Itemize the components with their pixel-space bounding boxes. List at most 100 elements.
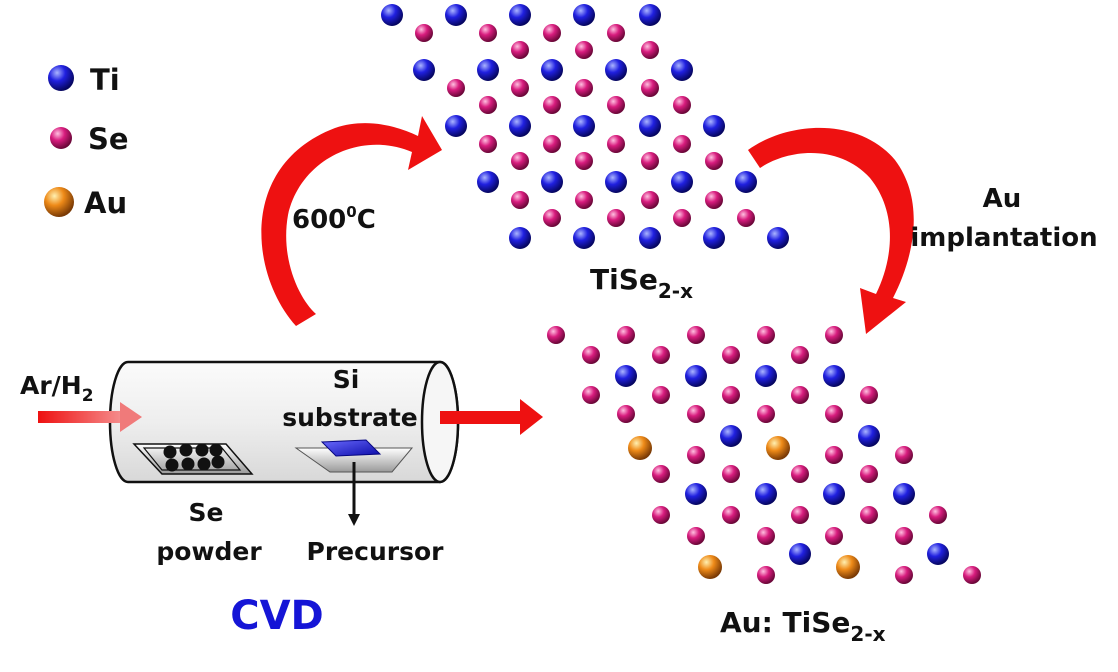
ti-atom	[893, 483, 915, 505]
se-atom	[543, 135, 561, 153]
ti-atom	[615, 365, 637, 387]
se-powder-particle	[211, 455, 225, 469]
implantation-label-line2: implantation	[910, 223, 1097, 253]
se-atom	[652, 465, 670, 483]
se-atom	[825, 405, 843, 423]
se-atom	[575, 79, 593, 97]
se-atom	[543, 209, 561, 227]
ti-atom	[927, 543, 949, 565]
se-atom	[652, 346, 670, 364]
se-powder-particle	[209, 443, 223, 457]
se-atom	[860, 386, 878, 404]
legend-ti-label: Ti	[90, 63, 120, 97]
ti-atom	[755, 483, 777, 505]
se-atom	[641, 191, 659, 209]
se-atom	[825, 326, 843, 344]
se-atom	[607, 24, 625, 42]
ti-atom	[541, 171, 563, 193]
legend-ti-atom	[48, 65, 74, 91]
au-tise-lattice	[547, 326, 981, 584]
se-atom	[652, 506, 670, 524]
method-label: CVD	[230, 593, 324, 639]
se-atom	[687, 405, 705, 423]
tise-label: TiSe2-x	[590, 263, 693, 303]
se-powder-particle	[197, 457, 211, 471]
se-atom	[447, 79, 465, 97]
ti-atom	[823, 483, 845, 505]
ti-atom	[413, 59, 435, 81]
se-atom	[652, 386, 670, 404]
se-atom	[895, 446, 913, 464]
ti-atom	[671, 171, 693, 193]
precursor-label: Precursor	[307, 537, 445, 566]
tise-lattice	[381, 4, 789, 249]
ti-atom	[605, 59, 627, 81]
se-atom	[617, 405, 635, 423]
se-atom	[737, 209, 755, 227]
ti-atom	[703, 227, 725, 249]
ti-atom	[671, 59, 693, 81]
se-atom	[479, 96, 497, 114]
ti-atom	[381, 4, 403, 26]
se-atom	[895, 527, 913, 545]
se-atom	[607, 209, 625, 227]
au-atom	[628, 436, 652, 460]
se-atom	[582, 386, 600, 404]
se-atom	[705, 152, 723, 170]
ti-atom	[720, 425, 742, 447]
se-atom	[722, 506, 740, 524]
legend-au-atom	[44, 187, 74, 217]
se-atom	[607, 135, 625, 153]
ti-atom	[573, 115, 595, 137]
au-atom	[766, 436, 790, 460]
se-powder	[163, 443, 225, 472]
se-atom	[607, 96, 625, 114]
se-atom	[705, 191, 723, 209]
se-atom	[687, 527, 705, 545]
ti-atom	[477, 171, 499, 193]
se-powder-boat	[132, 443, 254, 475]
ti-atom	[639, 4, 661, 26]
se-atom	[722, 386, 740, 404]
se-atom	[929, 506, 947, 524]
ti-atom	[755, 365, 777, 387]
se-atom	[575, 41, 593, 59]
se-powder-particle	[181, 457, 195, 471]
se-atom	[963, 566, 981, 584]
se-powder-label-line2: powder	[156, 537, 262, 566]
ti-atom	[509, 227, 531, 249]
ti-atom	[703, 115, 725, 137]
ti-atom	[445, 115, 467, 137]
se-atom	[757, 326, 775, 344]
ti-atom	[605, 171, 627, 193]
si-label-line1: Si	[333, 365, 360, 394]
si-substrate-boat	[294, 439, 414, 473]
se-atom	[722, 465, 740, 483]
se-atom	[641, 79, 659, 97]
ti-atom	[509, 115, 531, 137]
ti-atom	[541, 59, 563, 81]
se-atom	[860, 465, 878, 483]
se-atom	[617, 326, 635, 344]
se-atom	[895, 566, 913, 584]
se-atom	[673, 135, 691, 153]
se-atom	[575, 191, 593, 209]
se-powder-particle	[179, 443, 193, 457]
ti-atom	[858, 425, 880, 447]
curved-arrow-to-au-tise	[748, 127, 914, 334]
ti-atom	[735, 171, 757, 193]
se-atom	[791, 346, 809, 364]
se-powder-particle	[195, 443, 209, 457]
ti-atom	[639, 227, 661, 249]
se-atom	[641, 152, 659, 170]
implantation-label-line1: Au	[983, 184, 1022, 214]
ti-atom	[509, 4, 531, 26]
ti-atom	[789, 543, 811, 565]
au-atom	[836, 555, 860, 579]
se-atom	[757, 405, 775, 423]
ti-atom	[823, 365, 845, 387]
se-atom	[479, 24, 497, 42]
se-atom	[825, 446, 843, 464]
ti-atom	[573, 227, 595, 249]
